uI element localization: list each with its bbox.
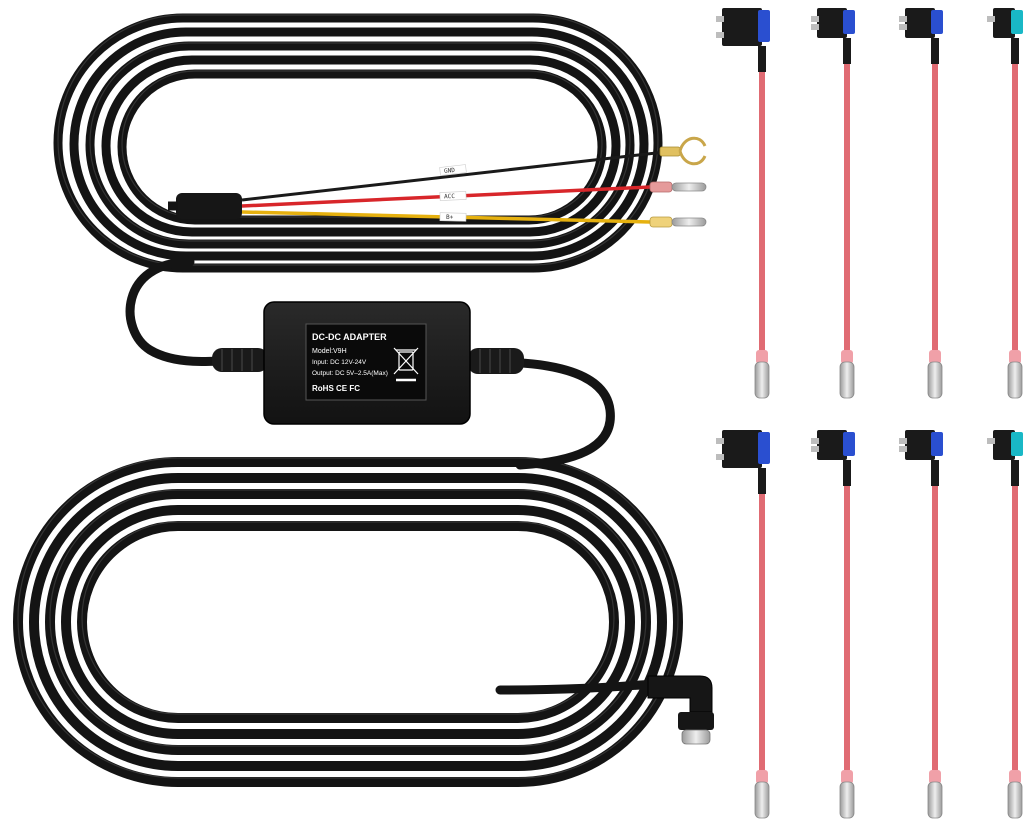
butt-connector [754, 361, 770, 399]
fuse-tap-mini [811, 430, 855, 819]
butt-connector [839, 781, 855, 819]
adapter-input: Input: DC 12V-24V [312, 359, 367, 366]
fuse-blade [931, 432, 943, 456]
fuse-wire [759, 72, 765, 356]
tag-bplus: B+ [446, 214, 454, 221]
fuse-wire [759, 494, 765, 776]
fuse-blade [843, 432, 855, 456]
lower-cable-coil [13, 457, 683, 787]
fuse-blade [758, 432, 770, 464]
fuse-holder [993, 8, 1015, 38]
fuse-blade [1011, 10, 1023, 34]
tag-acc: ACC [444, 193, 456, 201]
fuse-tap-atc [716, 430, 770, 819]
bullet-terminal-acc [649, 181, 707, 193]
fuse-wire [932, 64, 938, 356]
weee-bin-icon [393, 347, 419, 382]
fuse-tap-micro [987, 8, 1023, 399]
wire-gnd [241, 150, 666, 202]
harness-splitter [176, 193, 242, 219]
dc-dc-adapter-box: DC-DC ADAPTER Model:V9H Input: DC 12V-24… [263, 301, 471, 425]
fuse-wire [932, 486, 938, 776]
adapter-label [305, 323, 427, 401]
fuse-holder [722, 430, 762, 468]
upper-cable-coil [53, 13, 663, 273]
fuse-blade [1011, 432, 1023, 456]
fuse-holder [905, 8, 935, 38]
fuse-holder [722, 8, 762, 46]
butt-connector [1007, 781, 1023, 819]
adapter-certifications: RoHS CE FC [312, 384, 360, 393]
butt-connector [839, 361, 855, 399]
fuse-holder [905, 430, 935, 460]
fuse-holder [817, 8, 847, 38]
fuse-holder [817, 430, 847, 460]
ring-terminal-icon [659, 136, 707, 166]
fuse-tap-grid [716, 8, 1023, 819]
fuse-blade [931, 10, 943, 34]
tag-gnd: GND [444, 167, 456, 175]
fuse-tap-low [899, 8, 943, 399]
butt-connector [1007, 361, 1023, 399]
fuse-blade [758, 10, 770, 42]
fuse-holder [993, 430, 1015, 460]
adapter-model: Model:V9H [312, 348, 347, 355]
fuse-wire [1012, 64, 1018, 356]
adapter-title: DC-DC ADAPTER [312, 332, 387, 342]
butt-connector [754, 781, 770, 819]
adapter-output: Output: DC 5V–2.5A(Max) [312, 370, 388, 377]
fuse-tap-atc [716, 8, 770, 399]
fuse-wire [844, 64, 850, 356]
bullet-terminal-bplus [649, 216, 707, 228]
wire-harness: GND ACC B+ [168, 136, 707, 228]
butt-connector [927, 361, 943, 399]
fuse-blade [843, 10, 855, 34]
fuse-tap-mini [811, 8, 855, 399]
usb-c-plug-icon [647, 675, 714, 745]
fuse-tap-low [899, 430, 943, 819]
strain-relief-left [212, 348, 268, 372]
fuse-wire [1012, 486, 1018, 776]
strain-relief-right [468, 348, 524, 374]
fuse-tap-micro [987, 430, 1023, 819]
butt-connector [927, 781, 943, 819]
fuse-wire [844, 486, 850, 776]
